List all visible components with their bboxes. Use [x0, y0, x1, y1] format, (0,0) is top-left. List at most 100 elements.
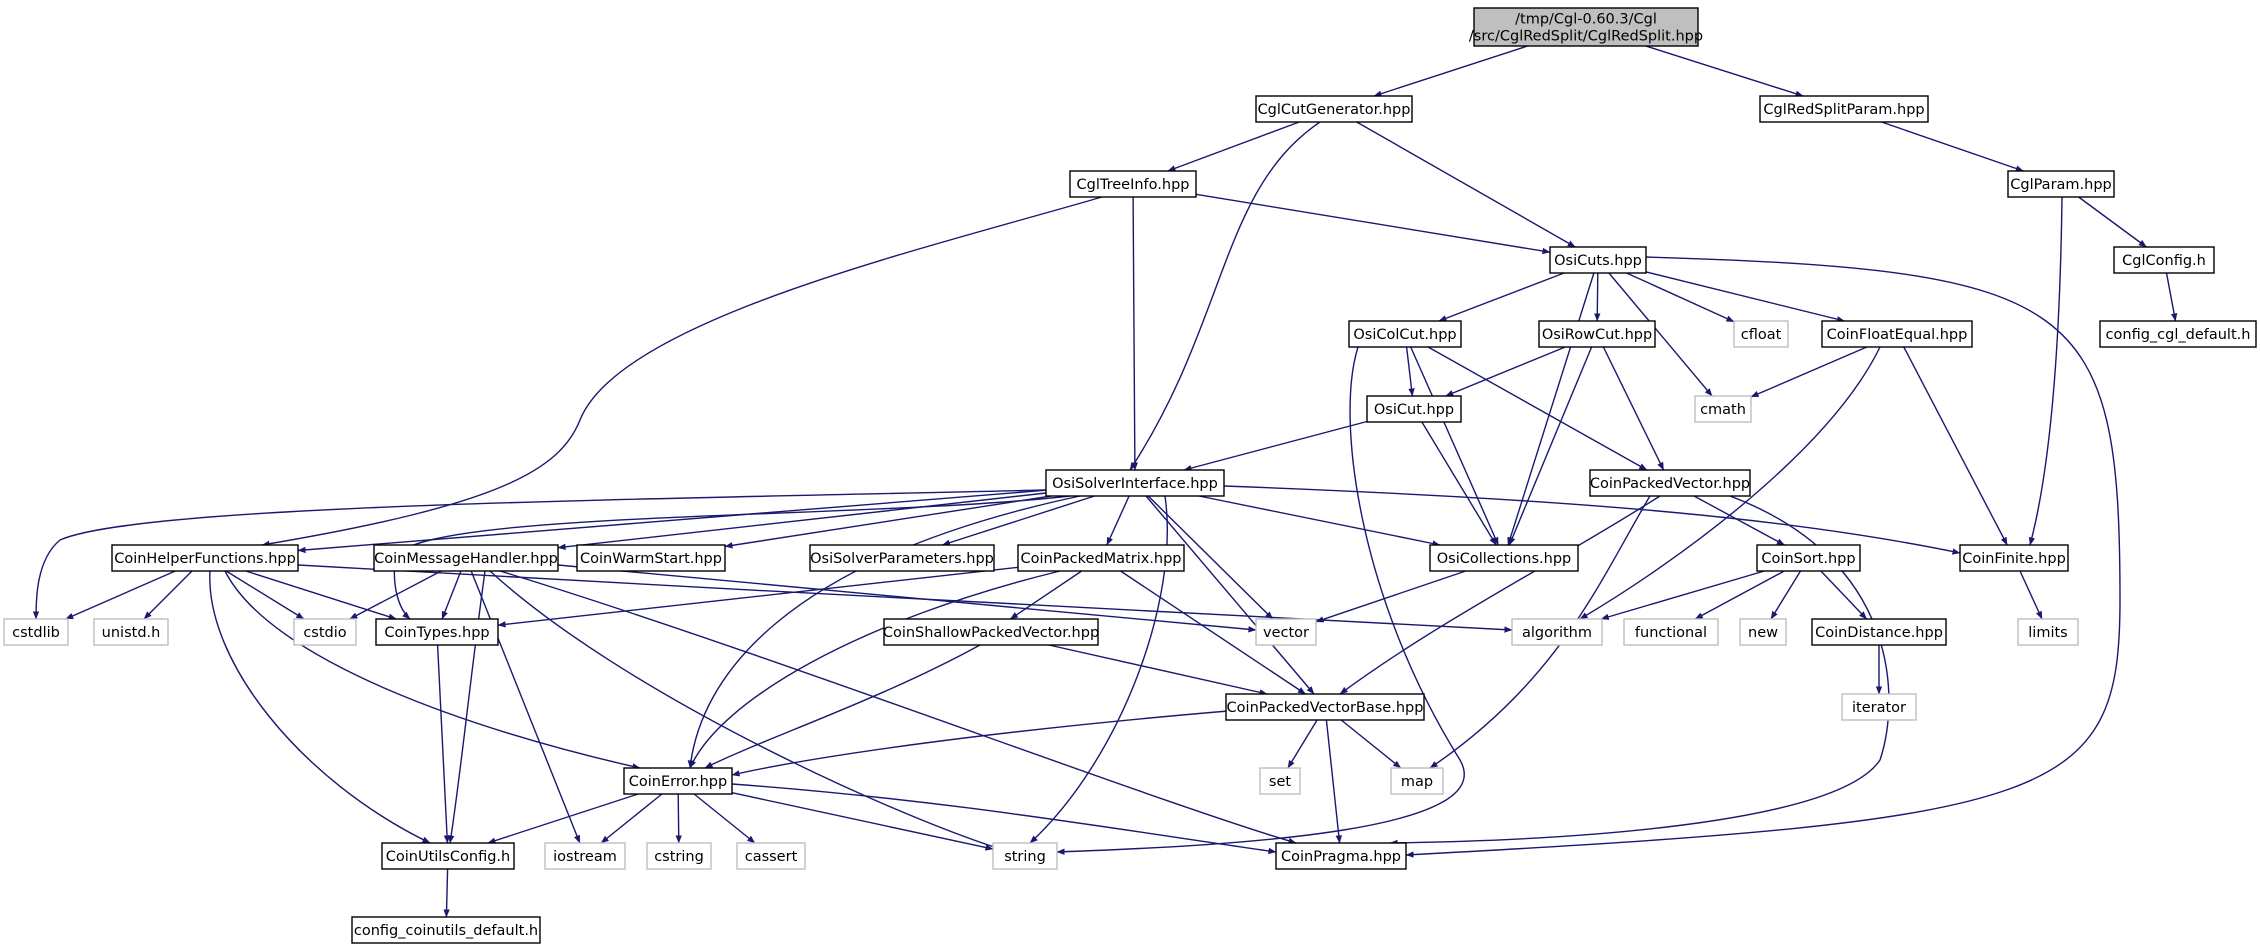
node-label: map — [1401, 774, 1433, 790]
node-CglCutGenerator[interactable]: CglCutGenerator.hpp — [1255, 95, 1413, 123]
node-box — [1255, 95, 1413, 123]
node-box — [646, 842, 712, 870]
node-label: CoinPragma.hpp — [1281, 849, 1401, 865]
edge-CglTreeInfo-to-OsiCuts — [1195, 193, 1551, 255]
edge-CoinHelperFunctions-to-CoinUtilsConfig — [209, 570, 431, 844]
edge-CoinHelperFunctions-to-unistd — [143, 570, 193, 620]
node-box — [1538, 320, 1656, 348]
node-box — [111, 544, 299, 572]
node-config_cgl_default[interactable]: config_cgl_default.h — [2099, 320, 2257, 348]
node-OsiSolverParameters[interactable]: OsiSolverParameters.hpp — [809, 544, 995, 572]
edge-CglParam-to-CoinFinite — [2028, 196, 2063, 546]
node-CoinDistance[interactable]: CoinDistance.hpp — [1811, 618, 1947, 646]
node-CoinPragma[interactable]: CoinPragma.hpp — [1275, 842, 1407, 870]
node-OsiCut[interactable]: OsiCut.hpp — [1366, 395, 1462, 423]
edge-CoinMessageHandler-to-iostream — [470, 570, 581, 844]
node-box — [2099, 320, 2257, 348]
node-label: limits — [2028, 625, 2067, 641]
edge-CoinFloatEqual-to-cmath — [1750, 346, 1868, 398]
node-OsiCollections[interactable]: OsiCollections.hpp — [1429, 544, 1579, 572]
edge-CoinHelperFunctions-to-CoinError — [224, 570, 641, 770]
edge-OsiSolverInterface-to-CoinError — [687, 495, 1081, 769]
edge-CoinPackedVector-to-CoinSort — [1693, 495, 1785, 546]
node-CoinMessageHandler[interactable]: CoinMessageHandler.hpp — [373, 544, 559, 572]
node-CglTreeInfo[interactable]: CglTreeInfo.hpp — [1069, 170, 1197, 198]
node-box — [992, 842, 1058, 870]
node-box — [373, 544, 559, 572]
edge-CoinTypes-to-CoinUtilsConfig — [436, 644, 451, 844]
node-string: string — [992, 842, 1058, 870]
edge-CoinMessageHandler-to-vector — [557, 564, 1257, 633]
edge-CoinPackedVectorBase-to-CoinError — [731, 709, 1241, 777]
node-box — [1821, 320, 1973, 348]
node-box — [375, 618, 499, 646]
node-CglConfig[interactable]: CglConfig.h — [2113, 246, 2215, 274]
node-algorithm: algorithm — [1511, 618, 1603, 646]
edge-OsiSolverInterface-to-CoinTypes — [393, 495, 1071, 620]
node-OsiColCut[interactable]: OsiColCut.hpp — [1348, 320, 1462, 348]
node-OsiCuts[interactable]: OsiCuts.hpp — [1549, 246, 1647, 274]
node-box — [351, 916, 541, 944]
node-label: functional — [1635, 625, 1707, 641]
edge-CglCutGenerator-to-CglTreeInfo — [1167, 121, 1300, 172]
edge-CoinMessageHandler-to-cstdio — [349, 570, 442, 620]
node-CoinUtilsConfig[interactable]: CoinUtilsConfig.h — [381, 842, 515, 870]
node-CoinSort[interactable]: CoinSort.hpp — [1756, 544, 1861, 572]
node-CoinWarmStart[interactable]: CoinWarmStart.hpp — [576, 544, 726, 572]
edge-CoinMessageHandler-to-CoinUtilsConfig — [448, 570, 486, 844]
node-box — [381, 842, 515, 870]
node-label: /src/CglRedSplit/CglRedSplit.hpp — [1469, 29, 1703, 45]
node-label: CglCutGenerator.hpp — [1258, 102, 1411, 118]
node-CoinError[interactable]: CoinError.hpp — [623, 767, 733, 795]
edge-OsiRowCut-to-OsiCut — [1445, 346, 1566, 397]
edge-CoinUtilsConfig-to-config_coinutils_default — [443, 868, 450, 918]
edge-OsiColCut-to-CoinPackedVector — [1427, 346, 1648, 471]
node-CglRedSplitParam[interactable]: CglRedSplitParam.hpp — [1759, 95, 1929, 123]
edge-CglTreeInfo-to-OsiSolverInterface — [1131, 196, 1139, 471]
node-label: CoinUtilsConfig.h — [386, 849, 510, 865]
node-OsiSolverInterface[interactable]: OsiSolverInterface.hpp — [1045, 469, 1225, 497]
node-CoinPackedVector[interactable]: CoinPackedVector.hpp — [1589, 469, 1751, 497]
edge-OsiSolverInterface-to-CoinMessageHandler — [557, 492, 1047, 551]
node-box — [1841, 693, 1917, 721]
node-cfloat: cfloat — [1733, 320, 1789, 348]
node-CoinShallowPackedVector[interactable]: CoinShallowPackedVector.hpp — [883, 618, 1099, 646]
node-label: config_cgl_default.h — [2106, 327, 2251, 343]
node-label: CoinPackedVector.hpp — [1590, 476, 1750, 492]
node-box — [623, 767, 733, 795]
edge-OsiCollections-to-vector — [1315, 570, 1466, 623]
node-CoinHelperFunctions[interactable]: CoinHelperFunctions.hpp — [111, 544, 299, 572]
edge-OsiSolverInterface-to-OsiSolverParameters — [942, 495, 1095, 546]
node-box — [1017, 544, 1185, 572]
node-CoinTypes[interactable]: CoinTypes.hpp — [375, 618, 499, 646]
node-CoinFinite[interactable]: CoinFinite.hpp — [1959, 544, 2069, 572]
node-CoinPackedMatrix[interactable]: CoinPackedMatrix.hpp — [1017, 544, 1185, 572]
node-box — [736, 842, 806, 870]
node-box — [1348, 320, 1462, 348]
node-config_coinutils_default[interactable]: config_coinutils_default.h — [351, 916, 541, 944]
node-CglParam[interactable]: CglParam.hpp — [2007, 170, 2115, 198]
node-label: config_coinutils_default.h — [354, 923, 538, 939]
edge-OsiSolverInterface-to-vector — [1147, 495, 1274, 620]
edge-CoinFloatEqual-to-CoinFinite — [1903, 346, 2008, 546]
node-label: CglTreeInfo.hpp — [1077, 177, 1190, 193]
edge-OsiCuts-to-cfloat — [1626, 272, 1735, 323]
node-label: iostream — [553, 849, 617, 865]
edge-OsiCut-to-OsiSolverInterface — [1183, 420, 1368, 472]
node-box — [576, 544, 726, 572]
edge-CoinPackedVectorBase-to-CoinPragma — [1325, 719, 1342, 844]
edge-OsiSolverInterface-to-CoinPackedMatrix — [1106, 495, 1130, 546]
node-CoinPackedVectorBase[interactable]: CoinPackedVectorBase.hpp — [1225, 693, 1425, 721]
node-OsiRowCut[interactable]: OsiRowCut.hpp — [1538, 320, 1656, 348]
node-box — [1225, 693, 1425, 721]
node-label: CoinFloatEqual.hpp — [1827, 327, 1968, 343]
node-box — [544, 842, 626, 870]
edge-CoinSort-to-functional — [1694, 570, 1785, 620]
node-cassert: cassert — [736, 842, 806, 870]
edge-OsiColCut-to-OsiCollections — [1410, 346, 1499, 546]
edge-OsiSolverInterface-to-CoinWarmStart — [724, 495, 1052, 549]
edge-OsiCuts-to-cmath — [1608, 272, 1713, 397]
node-label: cstdio — [303, 625, 346, 641]
node-CoinFloatEqual[interactable]: CoinFloatEqual.hpp — [1821, 320, 1973, 348]
